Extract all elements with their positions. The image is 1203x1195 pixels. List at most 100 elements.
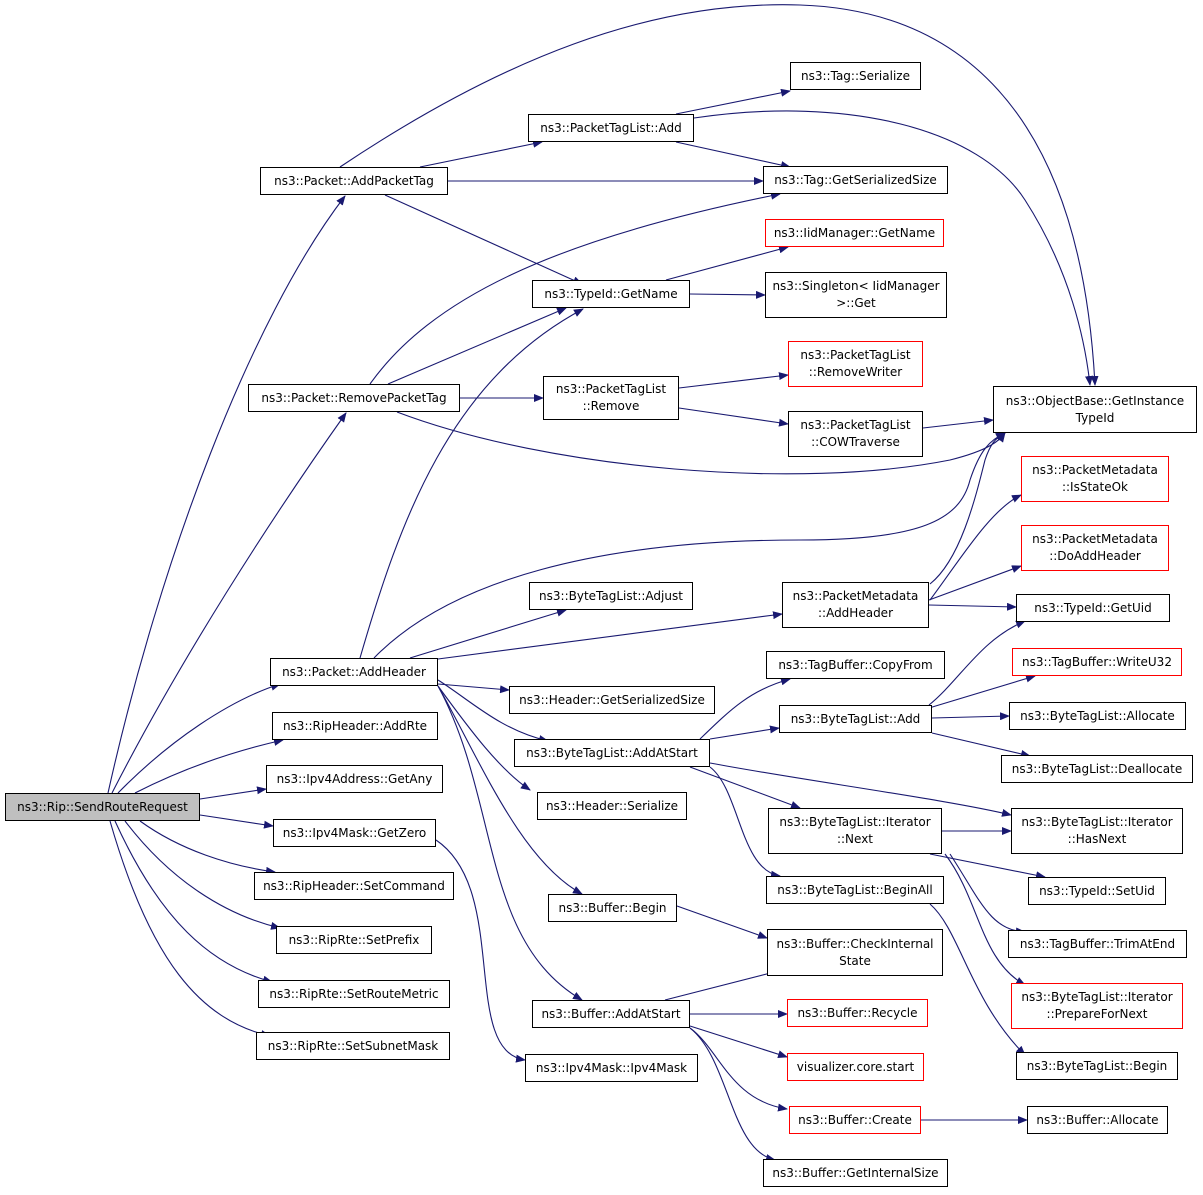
edge-addheader-to-headerserialize (437, 685, 531, 791)
node-ipv4-mask-get-zero[interactable]: ns3::Ipv4Mask::GetZero (273, 819, 436, 847)
edge-taglistadd-to-taggetsersize (675, 141, 791, 169)
node-buffer-get-internal-size[interactable]: ns3::Buffer::GetInternalSize (763, 1159, 948, 1187)
node-buffer-allocate[interactable]: ns3::Buffer::Allocate (1027, 1106, 1168, 1134)
edge-bytetagadd-to-deallocate (931, 732, 1031, 758)
node-packet-add-header[interactable]: ns3::Packet::AddHeader (270, 658, 438, 686)
node-visualizer-core-start[interactable]: visualizer.core.start (787, 1053, 924, 1081)
edge-typeidgetname-to-iidgetname (665, 245, 789, 281)
node-header-get-serialized-size[interactable]: ns3::Header::GetSerializedSize (509, 686, 715, 714)
edge-root-to-addpackettag (107, 195, 346, 794)
edge-bufferaddatstart-to-create (689, 1027, 788, 1112)
edge-root-to-addrte (134, 738, 284, 794)
node-packet-metadata-is-state-ok[interactable]: ns3::PacketMetadata ::IsStateOk (1021, 456, 1169, 502)
node-packet-remove-packet-tag[interactable]: ns3::Packet::RemovePacketTag (248, 384, 460, 412)
edge-bytetagaddatstart-to-beginall (709, 766, 781, 879)
edge-bytetagaddatstart-to-tagbufcopyfrom (699, 677, 791, 740)
node-header-serialize[interactable]: ns3::Header::Serialize (537, 792, 687, 820)
node-type-id-get-name[interactable]: ns3::TypeId::GetName (532, 280, 690, 308)
node-packet-metadata-add-header[interactable]: ns3::PacketMetadata ::AddHeader (782, 582, 929, 628)
node-tag-serialize[interactable]: ns3::Tag::Serialize (790, 62, 921, 90)
node-iid-manager-get-name[interactable]: ns3::IidManager::GetName (765, 219, 944, 247)
edge-addheader-to-getinstancetypeid (373, 432, 1006, 659)
node-ipv4-mask-ipv4-mask[interactable]: ns3::Ipv4Mask::Ipv4Mask (525, 1054, 698, 1082)
node-buffer-add-at-start[interactable]: ns3::Buffer::AddAtStart (532, 1000, 690, 1028)
edge-root-to-addheader (117, 682, 281, 794)
node-byte-tag-list-allocate[interactable]: ns3::ByteTagList::Allocate (1009, 702, 1186, 730)
edge-addheader-to-bytetagadjust (409, 608, 567, 659)
node-buffer-recycle[interactable]: ns3::Buffer::Recycle (787, 999, 928, 1027)
edge-bytetagaddatstart-to-iterhasnext (709, 762, 1012, 817)
node-tag-buffer-write-u32[interactable]: ns3::TagBuffer::WriteU32 (1012, 648, 1182, 676)
node-packet-tag-list-remove[interactable]: ns3::PacketTagList ::Remove (543, 376, 679, 420)
edge-bytetagaddatstart-to-bytetagadd (709, 725, 780, 740)
node-packet-tag-list-add[interactable]: ns3::PacketTagList::Add (528, 114, 694, 142)
edge-typeidgetname-to-singletonget (689, 290, 766, 299)
edge-iternext-to-setuid (929, 853, 1046, 880)
node-rip-header-add-rte[interactable]: ns3::RipHeader::AddRte (272, 712, 438, 740)
edge-beginall-to-bytetagbegin (929, 903, 1026, 1056)
edge-addpackettag-to-typeidgetname (384, 194, 583, 285)
edge-iternext-to-preparefornext (944, 853, 1026, 986)
node-byte-tag-list-iterator-prepare-for-next[interactable]: ns3::ByteTagList::Iterator ::PrepareForN… (1011, 983, 1183, 1029)
edge-metaaddheader-to-getinstancetypeid (929, 432, 1006, 585)
edge-root-to-setcommand (139, 820, 276, 875)
node-byte-tag-list-deallocate[interactable]: ns3::ByteTagList::Deallocate (1001, 755, 1193, 783)
edge-getzero-to-ipv4mask (435, 839, 526, 1063)
edge-bytetagaddatstart-to-iternext (689, 766, 801, 809)
edge-bytetagadd-to-allocate (931, 712, 1010, 721)
node-rip-send-route-request: ns3::Rip::SendRouteRequest (5, 793, 200, 821)
edge-removepackettag-to-getinstancetypeid (396, 411, 1006, 475)
edge-addheader-to-bufferaddatstart (437, 685, 583, 1001)
node-buffer-check-internal-state[interactable]: ns3::Buffer::CheckInternal State (767, 929, 943, 976)
node-packet-add-packet-tag[interactable]: ns3::Packet::AddPacketTag (260, 167, 448, 195)
node-byte-tag-list-begin[interactable]: ns3::ByteTagList::Begin (1016, 1052, 1178, 1080)
edge-root-to-getany (199, 786, 267, 800)
node-packet-tag-list-cow-traverse[interactable]: ns3::PacketTagList ::COWTraverse (788, 411, 923, 457)
edge-addpackettag-to-getinstancetypeid (339, 4, 1099, 386)
edge-metaaddheader-to-isstateok (929, 494, 1022, 601)
edge-bufferaddatstart-to-getinternalsize (689, 1027, 776, 1162)
node-singleton-iid-manager-get[interactable]: ns3::Singleton< IidManager >::Get (765, 272, 947, 318)
node-ipv4-address-get-any[interactable]: ns3::Ipv4Address::GetAny (266, 765, 443, 793)
node-packet-metadata-do-add-header[interactable]: ns3::PacketMetadata ::DoAddHeader (1021, 525, 1169, 571)
node-rip-rte-set-prefix[interactable]: ns3::RipRte::SetPrefix (276, 926, 432, 954)
edge-addheader-to-headergetsersize (437, 683, 510, 694)
edge-taglistremove-to-removewriter (678, 372, 789, 389)
node-tag-get-serialized-size[interactable]: ns3::Tag::GetSerializedSize (763, 166, 948, 194)
edge-addheader-to-typeidgetname (359, 308, 584, 659)
edge-taglistremove-to-cowtraverse (678, 407, 789, 427)
node-packet-tag-list-remove-writer[interactable]: ns3::PacketTagList ::RemoveWriter (788, 341, 923, 387)
edge-addpackettag-to-taglistadd (419, 139, 543, 168)
edge-cowtraverse-to-getinstancetypeid (922, 417, 994, 429)
node-byte-tag-list-iterator-next[interactable]: ns3::ByteTagList::Iterator ::Next (768, 808, 942, 854)
node-byte-tag-list-adjust[interactable]: ns3::ByteTagList::Adjust (529, 582, 693, 610)
edge-bufferbegin-to-checkinternal (676, 905, 768, 939)
node-rip-rte-set-subnet-mask[interactable]: ns3::RipRte::SetSubnetMask (256, 1032, 450, 1060)
node-byte-tag-list-add-at-start[interactable]: ns3::ByteTagList::AddAtStart (514, 739, 710, 767)
edge-root-to-removepackettag (111, 412, 347, 794)
edge-removepackettag-to-typeidgetname (387, 307, 567, 385)
edge-metaaddheader-to-getuid (928, 602, 1017, 611)
edge-root-to-setsubnetmask (109, 820, 271, 1038)
edge-root-to-getzero (199, 814, 274, 829)
node-type-id-get-uid[interactable]: ns3::TypeId::GetUid (1016, 594, 1170, 622)
edge-taglistadd-to-getinstancetypeid (693, 110, 1093, 386)
node-byte-tag-list-add[interactable]: ns3::ByteTagList::Add (779, 705, 932, 733)
node-byte-tag-list-begin-all[interactable]: ns3::ByteTagList::BeginAll (766, 876, 944, 904)
node-buffer-create[interactable]: ns3::Buffer::Create (789, 1106, 921, 1134)
node-type-id-set-uid[interactable]: ns3::TypeId::SetUid (1028, 877, 1166, 905)
edge-addheader-to-bufferbegin (437, 685, 583, 895)
edge-removepackettag-to-taggetsersize (369, 191, 781, 385)
node-rip-rte-set-route-metric[interactable]: ns3::RipRte::SetRouteMetric (258, 980, 450, 1008)
edge-addheader-to-bytetagaddatstart (437, 679, 549, 743)
node-byte-tag-list-iterator-has-next[interactable]: ns3::ByteTagList::Iterator ::HasNext (1011, 808, 1183, 854)
edge-taglistadd-to-tagserialize (675, 88, 791, 115)
node-tag-buffer-copy-from[interactable]: ns3::TagBuffer::CopyFrom (766, 651, 945, 679)
node-tag-buffer-trim-at-end[interactable]: ns3::TagBuffer::TrimAtEnd (1008, 930, 1187, 958)
node-buffer-begin[interactable]: ns3::Buffer::Begin (548, 894, 677, 922)
edge-bytetagadd-to-writeu32 (928, 674, 1036, 709)
node-rip-header-set-command[interactable]: ns3::RipHeader::SetCommand (254, 872, 454, 900)
edge-bytetagadd-to-getuid (928, 620, 1026, 706)
node-object-base-get-instance-type-id[interactable]: ns3::ObjectBase::GetInstance TypeId (993, 386, 1197, 433)
